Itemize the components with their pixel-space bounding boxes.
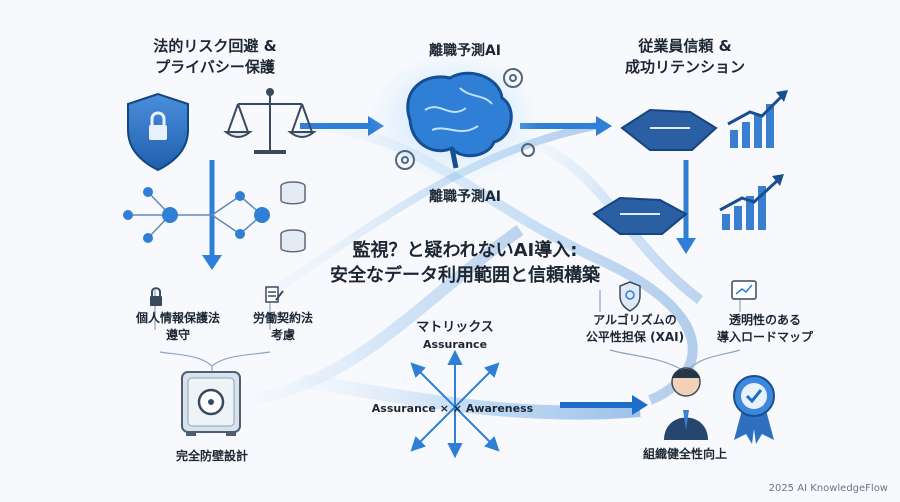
label-vault: 完全防壁設計: [175, 449, 248, 463]
matrix-diagram: [410, 349, 500, 459]
gear-icon: [395, 68, 535, 170]
label-labor: 労働契約法 考慮: [228, 310, 338, 344]
label-xai: アルゴリズムの 公平性担保 (XAI): [575, 312, 695, 346]
handshake-icon: [592, 108, 718, 235]
left-connectors: [154, 290, 741, 376]
heading-trust-line1: 従業員信頼 &: [638, 37, 732, 55]
badge-icon: [733, 375, 775, 444]
label-labor-line1: 労働契約法: [252, 311, 313, 325]
label-org-health: 組織健全性向上: [642, 447, 727, 461]
label-pii-line1: 個人情報保護法: [135, 311, 220, 325]
heading-trust: 従業員信頼 & 成功リテンション: [600, 36, 770, 78]
label-labor-line2: 考慮: [270, 328, 295, 342]
main-title-line1: 監視？と疑われないAI導入:: [352, 240, 578, 261]
label-roadmap-line1: 透明性のある: [728, 313, 801, 327]
main-title-line2: 安全なデータ利用範囲と信頼構築: [330, 265, 600, 286]
label-roadmap-line2: 導入ロードマップ: [716, 330, 813, 344]
ai-shield-icon: [619, 281, 641, 312]
network-icon: [123, 187, 270, 243]
safe-icon: [181, 371, 241, 436]
scales-icon: [223, 88, 317, 154]
person-icon: [664, 367, 708, 440]
footer-credit: 2025 AI KnowledgeFlow: [768, 483, 888, 494]
label-roadmap: 透明性のある 導入ロードマップ: [705, 312, 825, 346]
matrix-top-label: Assurance: [422, 338, 488, 351]
main-title: 監視？と疑われないAI導入: 安全なデータ利用範囲と信頼構築: [300, 238, 630, 288]
growth-chart-icon: [719, 90, 788, 230]
heading-legal-line1: 法的リスク回避 &: [153, 37, 277, 55]
label-xai-line1: アルゴリズムの: [593, 313, 677, 327]
brain-icon: [370, 53, 540, 183]
heading-trust-line2: 成功リテンション: [624, 58, 745, 76]
lock-icon: [150, 287, 162, 306]
label-xai-line2: 公平性担保 (XAI): [585, 330, 685, 344]
label-pii: 個人情報保護法 遵守: [118, 310, 238, 344]
matrix-title: マトリックス: [416, 320, 494, 335]
heading-ai-bottom: 離職予測AI: [428, 189, 502, 205]
database-icon: [280, 181, 306, 253]
shield-lock-icon: [127, 92, 189, 172]
label-pii-line2: 遵守: [165, 328, 190, 342]
heading-ai-top: 離職予測AI: [428, 43, 502, 59]
heading-legal: 法的リスク回避 & プライバシー保護: [120, 36, 310, 78]
roadmap-chart-icon: [731, 280, 757, 300]
contract-icon: [265, 286, 284, 303]
heading-legal-line2: プライバシー保護: [155, 58, 275, 76]
matrix-axis-label: Assurance × × Awareness: [371, 402, 534, 415]
flow-arrows: [202, 116, 696, 415]
